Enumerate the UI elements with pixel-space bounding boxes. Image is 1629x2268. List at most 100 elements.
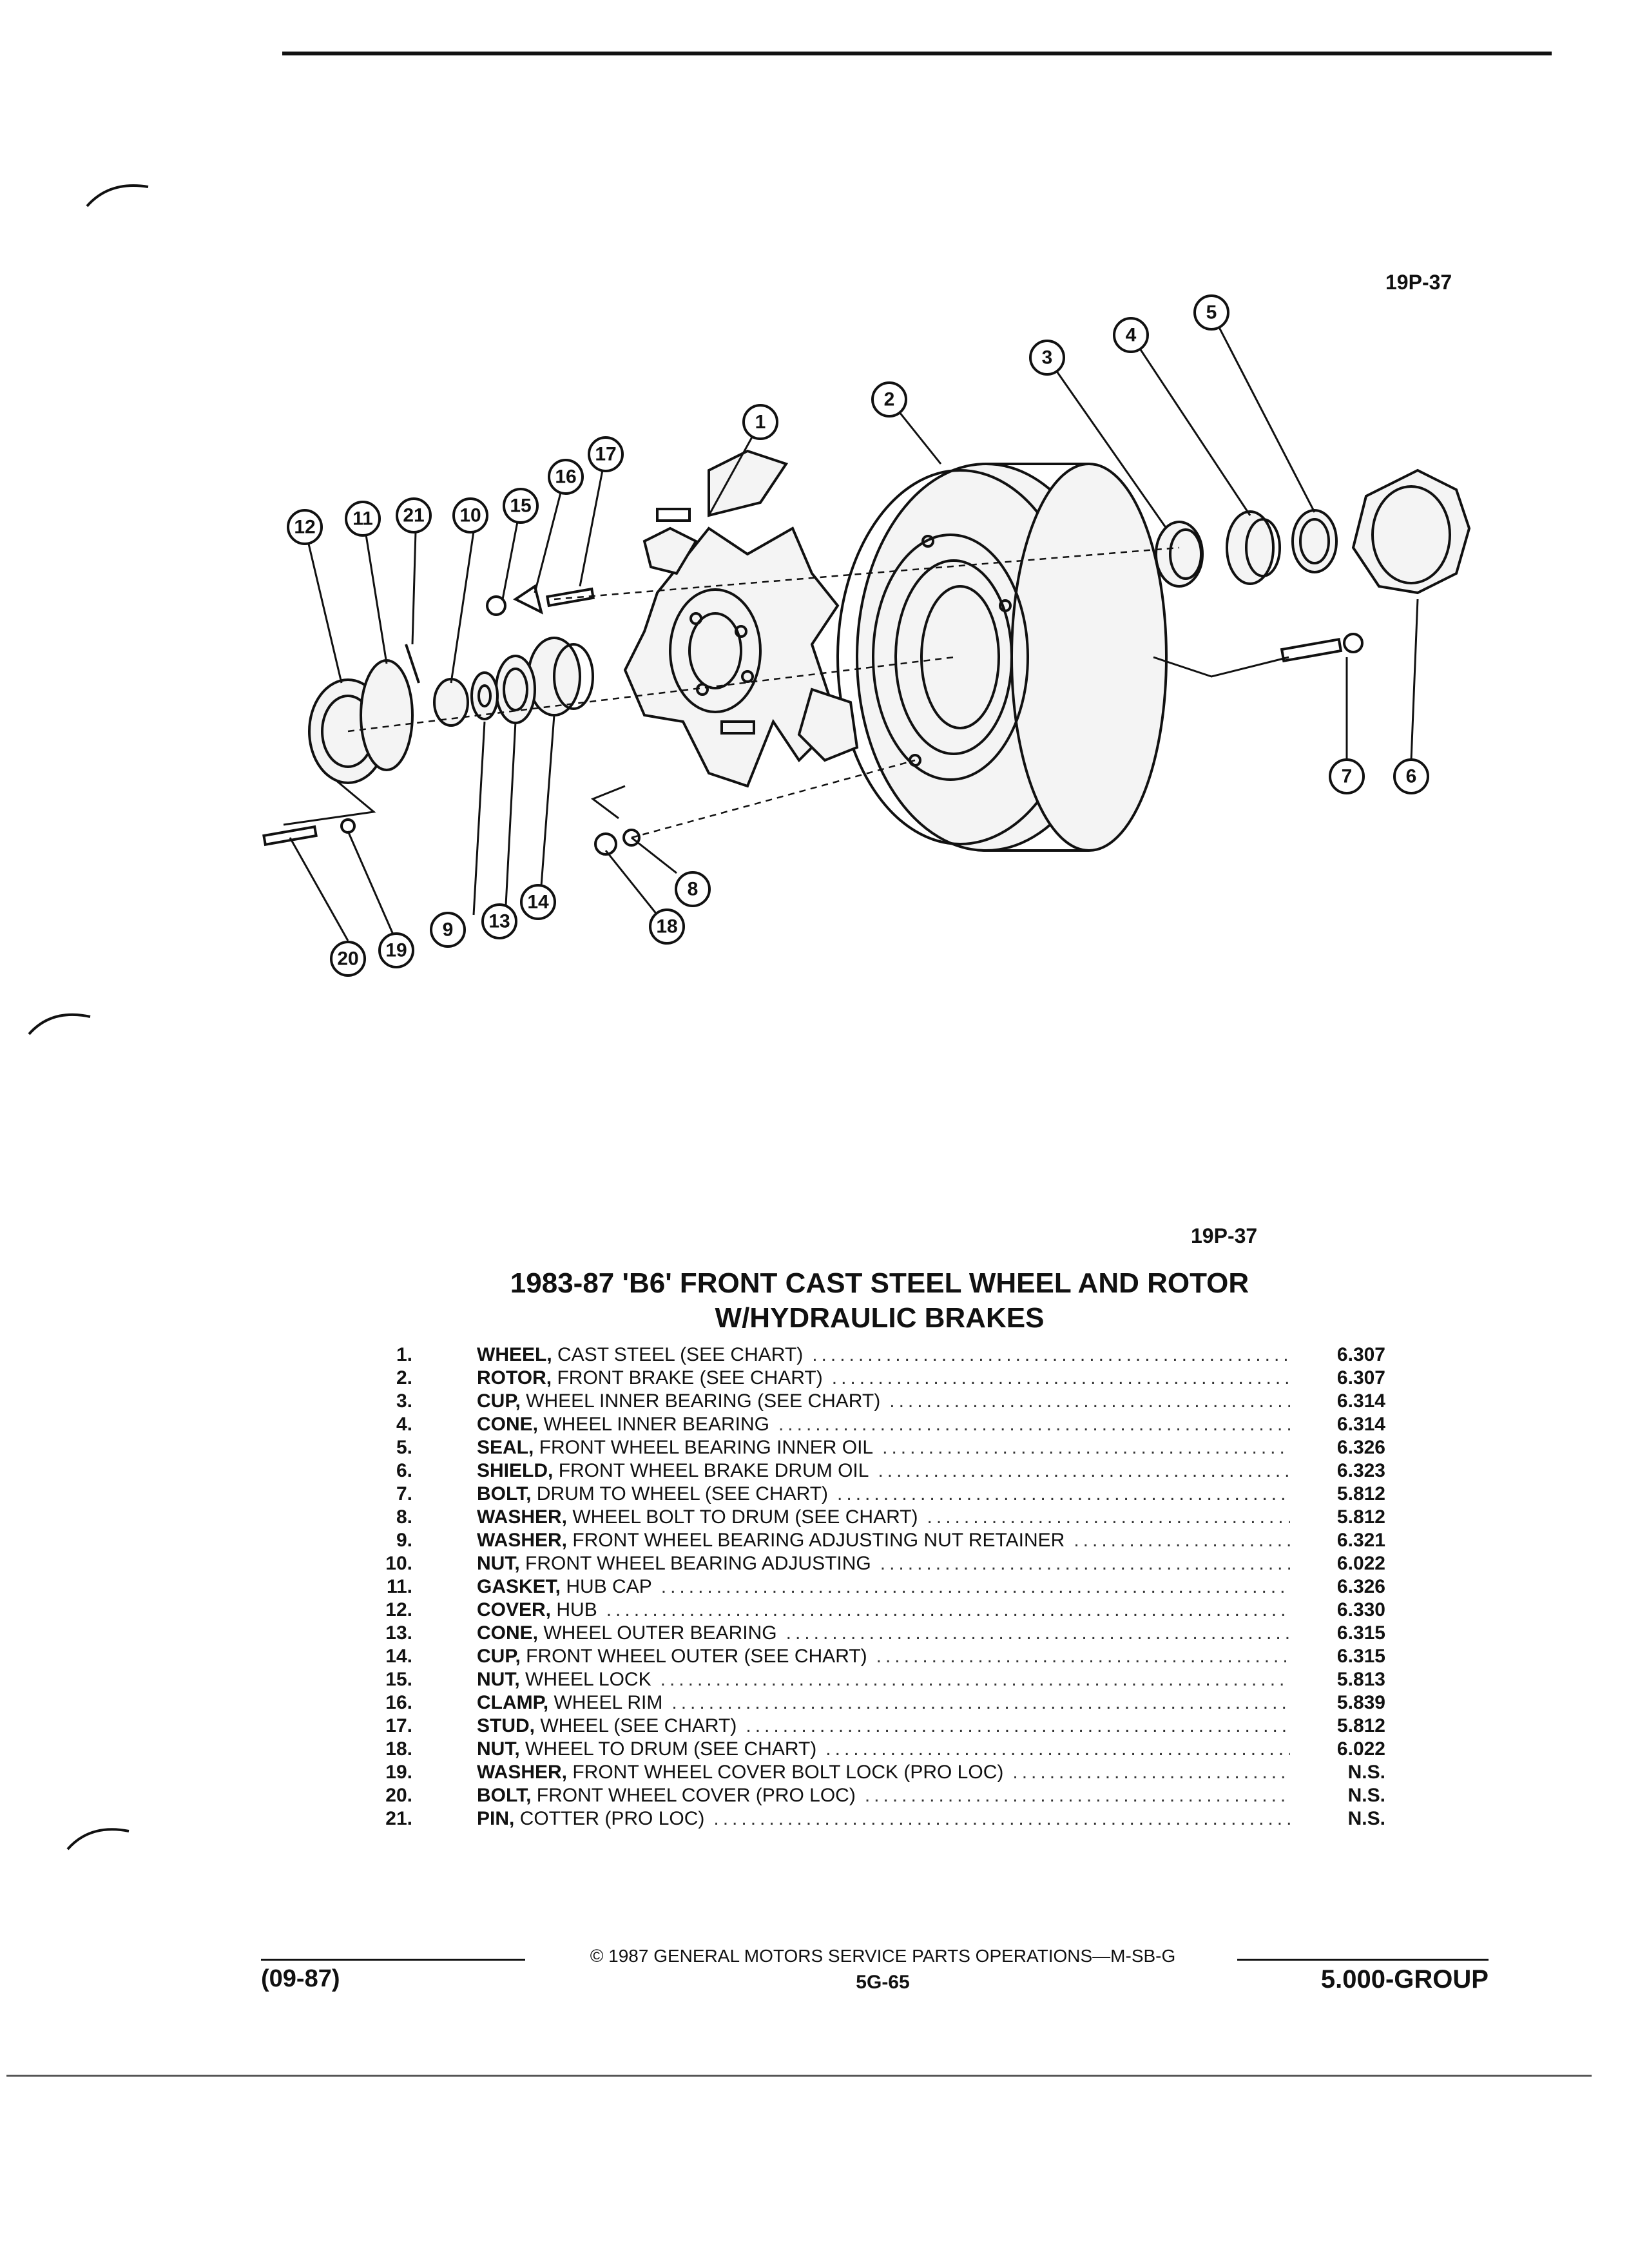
- parts-list-row: 17.STUD, WHEEL (SEE CHART)..............…: [361, 1715, 1385, 1738]
- centerline-lower: [631, 759, 916, 839]
- leader-dots: ........................................…: [864, 1785, 1290, 1806]
- part-reference: 6.022: [1336, 1738, 1385, 1760]
- part-name: CONE,: [477, 1414, 539, 1435]
- svg-text:6: 6: [1406, 766, 1417, 787]
- figure-code-top: 19P-37: [1385, 271, 1452, 294]
- callout-5: 5: [1193, 294, 1229, 331]
- part-number: 10.: [385, 1553, 412, 1574]
- part-number: 16.: [385, 1692, 412, 1713]
- svg-text:13: 13: [488, 911, 510, 932]
- part-name: WASHER,: [477, 1506, 568, 1528]
- parts-list: 1.WHEEL, CAST STEEL (SEE CHART).........…: [361, 1343, 1385, 1831]
- part-number: 1.: [396, 1344, 412, 1365]
- inner-bearing-drawing: [1155, 468, 1471, 595]
- part-number: 4.: [396, 1414, 412, 1435]
- parts-list-row: 4. CONE, WHEEL INNER BEARING.............…: [361, 1413, 1385, 1436]
- leader-dots: ........................................…: [876, 1646, 1290, 1667]
- part-description: FRONT BRAKE (SEE CHART): [552, 1367, 823, 1389]
- part-name: BOLT,: [477, 1785, 532, 1806]
- part-reference: 6.315: [1336, 1622, 1385, 1644]
- part-name: CUP,: [477, 1390, 521, 1412]
- part-reference: 5.812: [1336, 1715, 1385, 1736]
- part-reference: 6.022: [1336, 1553, 1385, 1574]
- parts-list-row: 6.SHIELD, FRONT WHEEL BRAKE DRUM OIL....…: [361, 1459, 1385, 1483]
- part-name: WASHER,: [477, 1530, 568, 1551]
- callout-14: 14: [520, 884, 556, 920]
- leader-dots: ........................................…: [889, 1390, 1290, 1412]
- parts-list-row: 1.WHEEL, CAST STEEL (SEE CHART).........…: [361, 1343, 1385, 1367]
- svg-text:1: 1: [755, 412, 766, 433]
- part-reference: 6.307: [1336, 1367, 1385, 1389]
- binder-mark-top: [86, 184, 149, 207]
- part-reference: N.S.: [1347, 1808, 1385, 1829]
- footer-copyright: © 1987 GENERAL MOTORS SERVICE PARTS OPER…: [590, 1946, 1176, 1966]
- parts-list-row: 10.NUT, FRONT WHEEL BEARING ADJUSTING...…: [361, 1552, 1385, 1575]
- part-number: 20.: [385, 1785, 412, 1806]
- parts-list-row: 20.BOLT, FRONT WHEEL COVER (PRO LOC)....…: [361, 1784, 1385, 1807]
- parts-list-row: 2. ROTOR, FRONT BRAKE (SEE CHART)........…: [361, 1367, 1385, 1390]
- part-number: 5.: [396, 1437, 412, 1458]
- part-number: 6.: [396, 1460, 412, 1481]
- part-name: ROTOR,: [477, 1367, 552, 1389]
- part-description: DRUM TO WHEEL (SEE CHART): [531, 1483, 829, 1504]
- callout-15: 15: [503, 488, 539, 524]
- leader-dots: ........................................…: [831, 1367, 1290, 1389]
- parts-list-row: 21.PIN, COTTER (PRO LOC)................…: [361, 1807, 1385, 1831]
- leader-dots: ........................................…: [713, 1808, 1290, 1829]
- svg-text:18: 18: [656, 916, 677, 937]
- parts-list-row: 13.CONE, WHEEL OUTER BEARING............…: [361, 1622, 1385, 1645]
- svg-text:10: 10: [459, 505, 481, 526]
- part-description: WHEEL TO DRUM (SEE CHART): [519, 1738, 817, 1760]
- callout-1: 1: [742, 404, 778, 440]
- part-description: WHEEL INNER BEARING (SEE CHART): [520, 1390, 881, 1412]
- callout-21: 21: [396, 497, 432, 533]
- part-name: NUT,: [477, 1738, 520, 1760]
- footer-rule-right: [1237, 1959, 1489, 1961]
- part-reference: 5.839: [1336, 1692, 1385, 1713]
- parts-list-row: 14.CUP, FRONT WHEEL OUTER (SEE CHART)...…: [361, 1645, 1385, 1668]
- parts-list-row: 18.NUT, WHEEL TO DRUM (SEE CHART).......…: [361, 1738, 1385, 1761]
- part-name: BOLT,: [477, 1483, 532, 1504]
- callout-4: 4: [1113, 317, 1149, 353]
- part-reference: 5.812: [1336, 1506, 1385, 1528]
- leader-dots: ........................................…: [1012, 1762, 1290, 1783]
- part-number: 13.: [385, 1622, 412, 1644]
- leader-dots: ........................................…: [1074, 1530, 1290, 1551]
- bottom-rule: [6, 2075, 1592, 2077]
- svg-text:9: 9: [443, 919, 454, 941]
- page-title: 1983-87 'B6' FRONT CAST STEEL WHEEL AND …: [387, 1266, 1373, 1336]
- callout-8: 8: [675, 871, 711, 907]
- parts-list-row: 5.SEAL, FRONT WHEEL BEARING INNER OIL...…: [361, 1436, 1385, 1459]
- part-number: 9.: [396, 1530, 412, 1551]
- parts-list-row: 12.COVER, HUB...........................…: [361, 1599, 1385, 1622]
- svg-text:15: 15: [510, 495, 531, 517]
- part-reference: 6.321: [1336, 1530, 1385, 1551]
- callout-7: 7: [1329, 758, 1365, 794]
- callout-2: 2: [871, 381, 907, 418]
- leader-lines: [289, 312, 1419, 941]
- part-number: 2.: [396, 1367, 412, 1389]
- callout-11: 11: [345, 501, 381, 537]
- svg-text:5: 5: [1206, 302, 1217, 323]
- leader-dots: ........................................…: [671, 1692, 1290, 1713]
- part-description: CAST STEEL (SEE CHART): [552, 1344, 804, 1365]
- part-description: WHEEL INNER BEARING: [538, 1414, 769, 1435]
- part-number: 11.: [386, 1576, 412, 1597]
- part-description: COTTER (PRO LOC): [514, 1808, 705, 1829]
- parts-list-row: 8.WASHER, WHEEL BOLT TO DRUM (SEE CHART)…: [361, 1506, 1385, 1529]
- parts-list-row: 9.WASHER, FRONT WHEEL BEARING ADJUSTING …: [361, 1529, 1385, 1552]
- svg-text:4: 4: [1126, 325, 1137, 346]
- part-description: FRONT WHEEL BEARING ADJUSTING: [519, 1553, 871, 1574]
- leader-dots: ........................................…: [660, 1669, 1290, 1690]
- centerline-upper: [554, 546, 1180, 601]
- part-name: WASHER,: [477, 1762, 568, 1783]
- leader-dots: ........................................…: [746, 1715, 1290, 1736]
- part-reference: 6.323: [1336, 1460, 1385, 1481]
- leader-dots: ........................................…: [778, 1414, 1290, 1435]
- callout-10: 10: [452, 497, 488, 533]
- leader-dots: ........................................…: [660, 1576, 1290, 1597]
- part-description: FRONT WHEEL BRAKE DRUM OIL: [553, 1460, 869, 1481]
- leader-dots: ........................................…: [786, 1622, 1290, 1644]
- exploded-diagram: 1 2 3 4 5 6 7 8 9 10 11 12 13 14 15 16 1…: [262, 294, 1471, 977]
- part-name: COVER,: [477, 1599, 552, 1620]
